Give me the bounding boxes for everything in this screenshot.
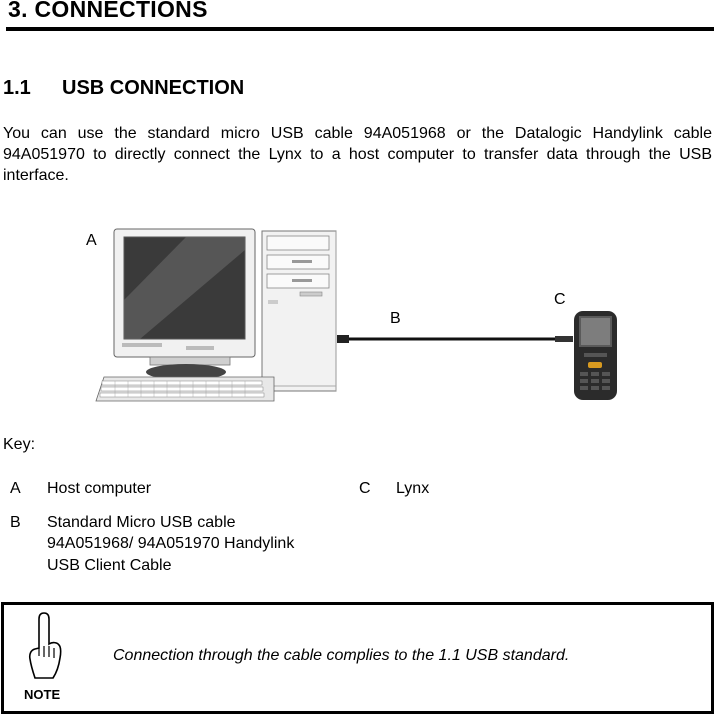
note-text: Connection through the cable complies to…	[113, 647, 569, 665]
hand-pointer-icon	[27, 610, 65, 684]
key-text-b-line-2: 94A051968/ 94A051970 Handylink	[47, 533, 294, 554]
key-letter-b: B	[10, 512, 21, 533]
key-text-b-line-3: USB Client Cable	[47, 555, 172, 576]
key-letter-a: A	[10, 478, 21, 499]
note-caption: NOTE	[24, 687, 60, 702]
key-text-b-line-1: Standard Micro USB cable	[47, 512, 236, 533]
host-computer-illustration	[96, 229, 336, 401]
usb-cable-illustration	[337, 335, 573, 343]
key-letter-c: C	[359, 478, 371, 499]
lynx-device-illustration	[574, 311, 617, 400]
key-heading: Key:	[3, 436, 35, 454]
key-text-a: Host computer	[47, 478, 151, 499]
key-text-c: Lynx	[396, 478, 429, 499]
